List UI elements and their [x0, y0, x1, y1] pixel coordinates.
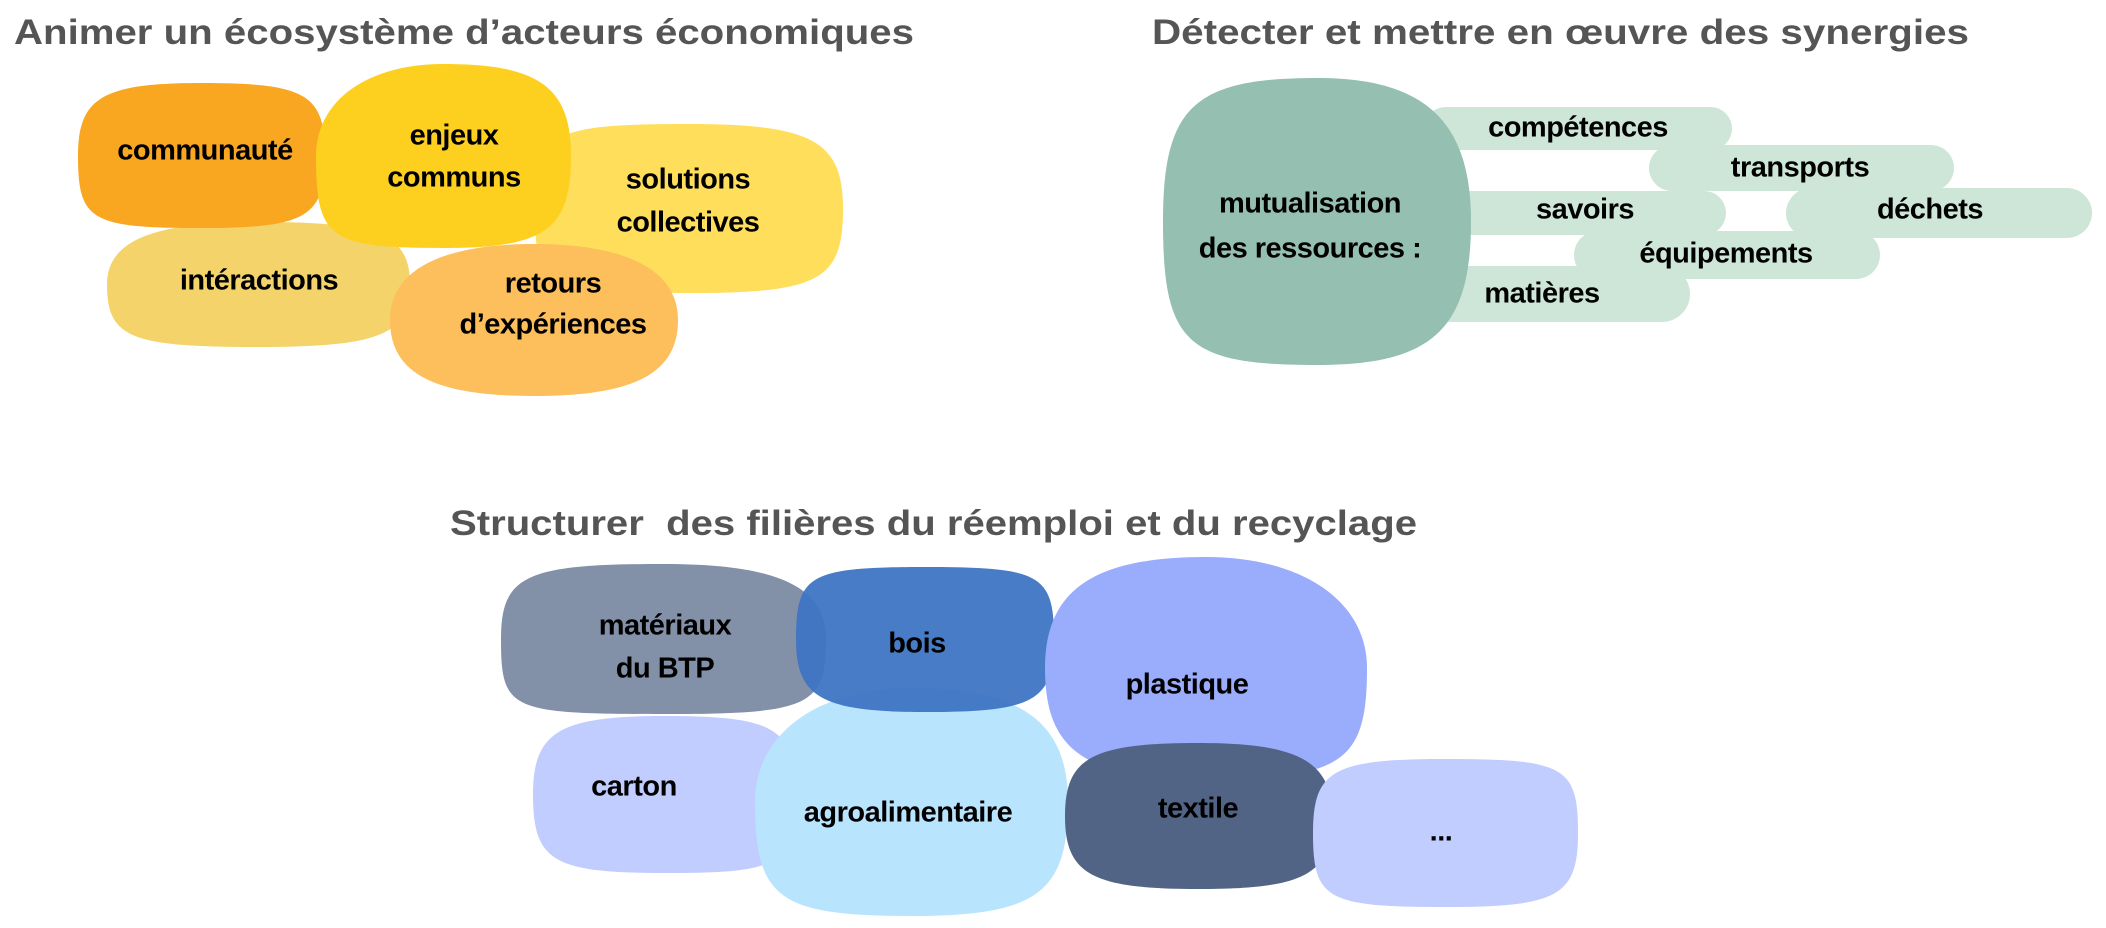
pill-competences: [1424, 107, 1732, 150]
pill-savoirs: [1424, 191, 1726, 235]
pill-matieres: [1424, 266, 1690, 322]
label-equipements: équipements: [1639, 238, 1812, 270]
label-materiaux-du-btp: du BTP: [616, 653, 715, 685]
label-solutions-collectives: solutions: [626, 164, 750, 196]
label-textile: textile: [1158, 793, 1239, 825]
label-carton: carton: [591, 771, 677, 803]
label-transports: transports: [1731, 152, 1869, 184]
blob-more: [1313, 759, 1578, 907]
blob-materiaux-du-btp: [501, 564, 826, 714]
blob-enjeux-communs: [316, 64, 571, 248]
label-competences: compétences: [1488, 112, 1668, 144]
label-materiaux-du-btp: matériaux: [599, 610, 732, 642]
label-enjeux-communs: enjeux: [410, 120, 499, 152]
label-more: ...: [1430, 816, 1453, 848]
blob-agroalimentaire: [755, 688, 1068, 916]
blob-communaute: [78, 83, 325, 228]
blob-mutualisation: [1163, 78, 1471, 365]
blob-carton: [533, 716, 795, 873]
label-plastique: plastique: [1126, 669, 1249, 701]
pill-transports: [1649, 145, 1954, 191]
blob-retours-d-experiences: [390, 244, 678, 396]
section-title-ecosystem: Animer un écosystème d’acteurs économiqu…: [14, 13, 914, 52]
label-retours-d-experiences: retours: [505, 268, 601, 300]
blob-plastique: [1045, 557, 1367, 779]
label-dechets: déchets: [1877, 194, 1983, 226]
label-solutions-collectives: collectives: [617, 207, 760, 239]
label-bois: bois: [888, 628, 946, 660]
label-mutualisation: mutualisation: [1219, 188, 1401, 220]
label-savoirs: savoirs: [1536, 194, 1634, 226]
label-enjeux-communs: communs: [387, 162, 520, 194]
section-title-filieres: Structurer des filières du réemploi et d…: [450, 504, 1417, 543]
pill-dechets: [1786, 188, 2092, 238]
label-communaute: communauté: [117, 135, 293, 167]
blob-bois: [796, 567, 1054, 712]
section-title-synergies: Détecter et mettre en œuvre des synergie…: [1152, 13, 1969, 52]
blob-textile: [1065, 743, 1332, 889]
blob-interactions: [107, 222, 410, 347]
label-mutualisation: des ressources :: [1199, 233, 1422, 265]
label-retours-d-experiences: d’expériences: [460, 309, 647, 341]
blob-solutions-collectives: [535, 124, 843, 293]
label-agroalimentaire: agroalimentaire: [804, 797, 1013, 829]
label-matieres: matières: [1484, 278, 1599, 310]
label-interactions: intéractions: [180, 265, 338, 297]
